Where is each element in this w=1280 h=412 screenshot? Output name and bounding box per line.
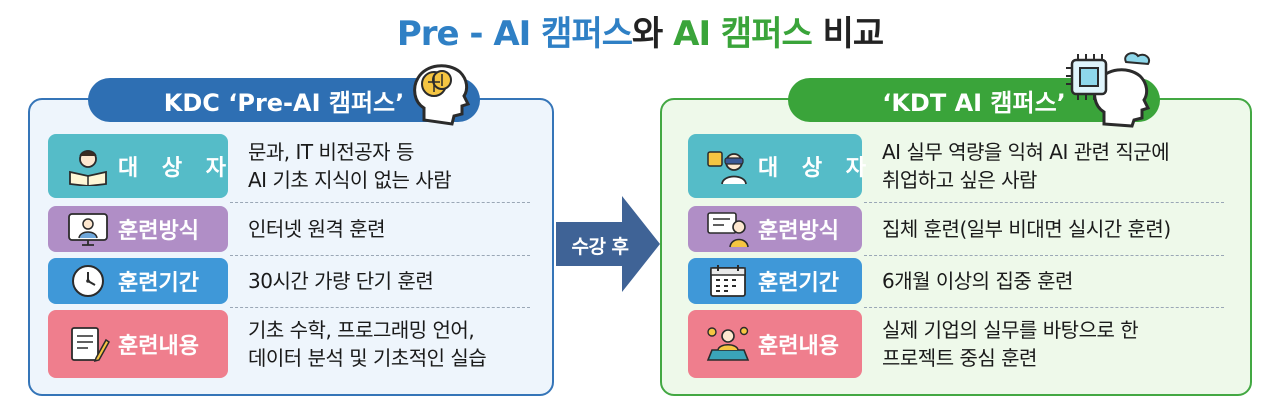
right-row-content: 훈련내용 실제 기업의 실무를 바탕으로 한 프로젝트 중심 훈련	[688, 310, 1236, 378]
right-desc-content: 실제 기업의 실무를 바탕으로 한 프로젝트 중심 훈련	[882, 318, 1139, 370]
right-label-method: 훈련방식	[758, 219, 839, 244]
divider	[864, 255, 1224, 256]
online-monitor-icon	[68, 213, 108, 246]
left-badge-target: 대 상 자	[48, 134, 228, 198]
left-desc-period: 30시간 가량 단기 훈련	[248, 269, 434, 293]
right-arrow-icon	[556, 196, 660, 292]
left-label-method: 훈련방식	[118, 219, 199, 244]
left-badge-content: 훈련내용	[48, 310, 228, 378]
divider	[864, 202, 1224, 203]
right-label-period: 훈련기간	[758, 271, 839, 296]
left-label-content: 훈련내용	[118, 334, 199, 359]
left-desc-content: 기초 수학, 프로그래밍 언어, 데이터 분석 및 기초적인 실습	[248, 318, 487, 370]
divider	[230, 307, 530, 308]
laptop-gears-icon	[706, 326, 750, 361]
left-label-target: 대 상 자	[118, 156, 235, 181]
right-panel: 대 상 자 AI 실무 역량을 익혀 AI 관련 직군에 취업하고 싶은 사람 …	[660, 98, 1252, 396]
left-row-method: 훈련방식 인터넷 원격 훈련	[48, 206, 538, 252]
right-badge-period: 훈련기간	[688, 258, 862, 304]
left-desc-target: 문과, IT 비전공자 등 AI 기초 지식이 없는 사람	[248, 140, 452, 192]
page-title: Pre - AI 캠퍼스와 AI 캠퍼스 비교	[0, 6, 1280, 55]
title-ai: AI 캠퍼스	[673, 14, 813, 54]
classroom-teacher-icon	[707, 212, 749, 248]
right-badge-content: 훈련내용	[688, 310, 862, 378]
ai-brain-head-icon	[413, 64, 471, 126]
right-desc-period: 6개월 이상의 집중 훈련	[882, 269, 1073, 293]
title-compare: 비교	[811, 14, 885, 54]
divider	[230, 255, 530, 256]
left-desc-method: 인터넷 원격 훈련	[248, 217, 386, 241]
title-pre-ai: Pre - AI 캠퍼스	[396, 14, 633, 54]
divider	[230, 202, 530, 203]
left-badge-method: 훈련방식	[48, 206, 228, 252]
right-label-target: 대 상 자	[758, 156, 875, 181]
left-row-period: 훈련기간 30시간 가량 단기 훈련	[48, 258, 538, 304]
clock-icon	[72, 265, 104, 297]
right-desc-method: 집체 훈련(일부 비대면 실시간 훈련)	[882, 217, 1171, 241]
student-reading-icon	[69, 150, 107, 186]
right-badge-method: 훈련방식	[688, 206, 862, 252]
ai-chip-head-icon	[1066, 52, 1151, 128]
left-badge-period: 훈련기간	[48, 258, 228, 304]
right-row-target: 대 상 자 AI 실무 역량을 익혀 AI 관련 직군에 취업하고 싶은 사람	[688, 134, 1236, 198]
left-row-target: 대 상 자 문과, IT 비전공자 등 AI 기초 지식이 없는 사람	[48, 134, 538, 198]
right-badge-target: 대 상 자	[688, 134, 866, 198]
divider	[864, 307, 1224, 308]
calendar-icon	[710, 265, 746, 297]
left-row-content: 훈련내용 기초 수학, 프로그래밍 언어, 데이터 분석 및 기초적인 실습	[48, 310, 538, 378]
right-panel-header: ‘KDT AI 캠퍼스’	[788, 78, 1160, 122]
right-label-content: 훈련내용	[758, 334, 839, 359]
title-connector: 와	[632, 14, 674, 54]
right-desc-target: AI 실무 역량을 익혀 AI 관련 직군에 취업하고 싶은 사람	[882, 140, 1170, 192]
left-label-period: 훈련기간	[118, 271, 199, 296]
vr-worker-icon	[707, 151, 747, 185]
document-pencil-icon	[71, 327, 110, 363]
left-panel: 대 상 자 문과, IT 비전공자 등 AI 기초 지식이 없는 사람 훈련방식…	[28, 98, 554, 396]
arrow-label: 수강 후	[571, 236, 629, 258]
right-row-period: 훈련기간 6개월 이상의 집중 훈련	[688, 258, 1236, 304]
right-row-method: 훈련방식 집체 훈련(일부 비대면 실시간 훈련)	[688, 206, 1236, 252]
